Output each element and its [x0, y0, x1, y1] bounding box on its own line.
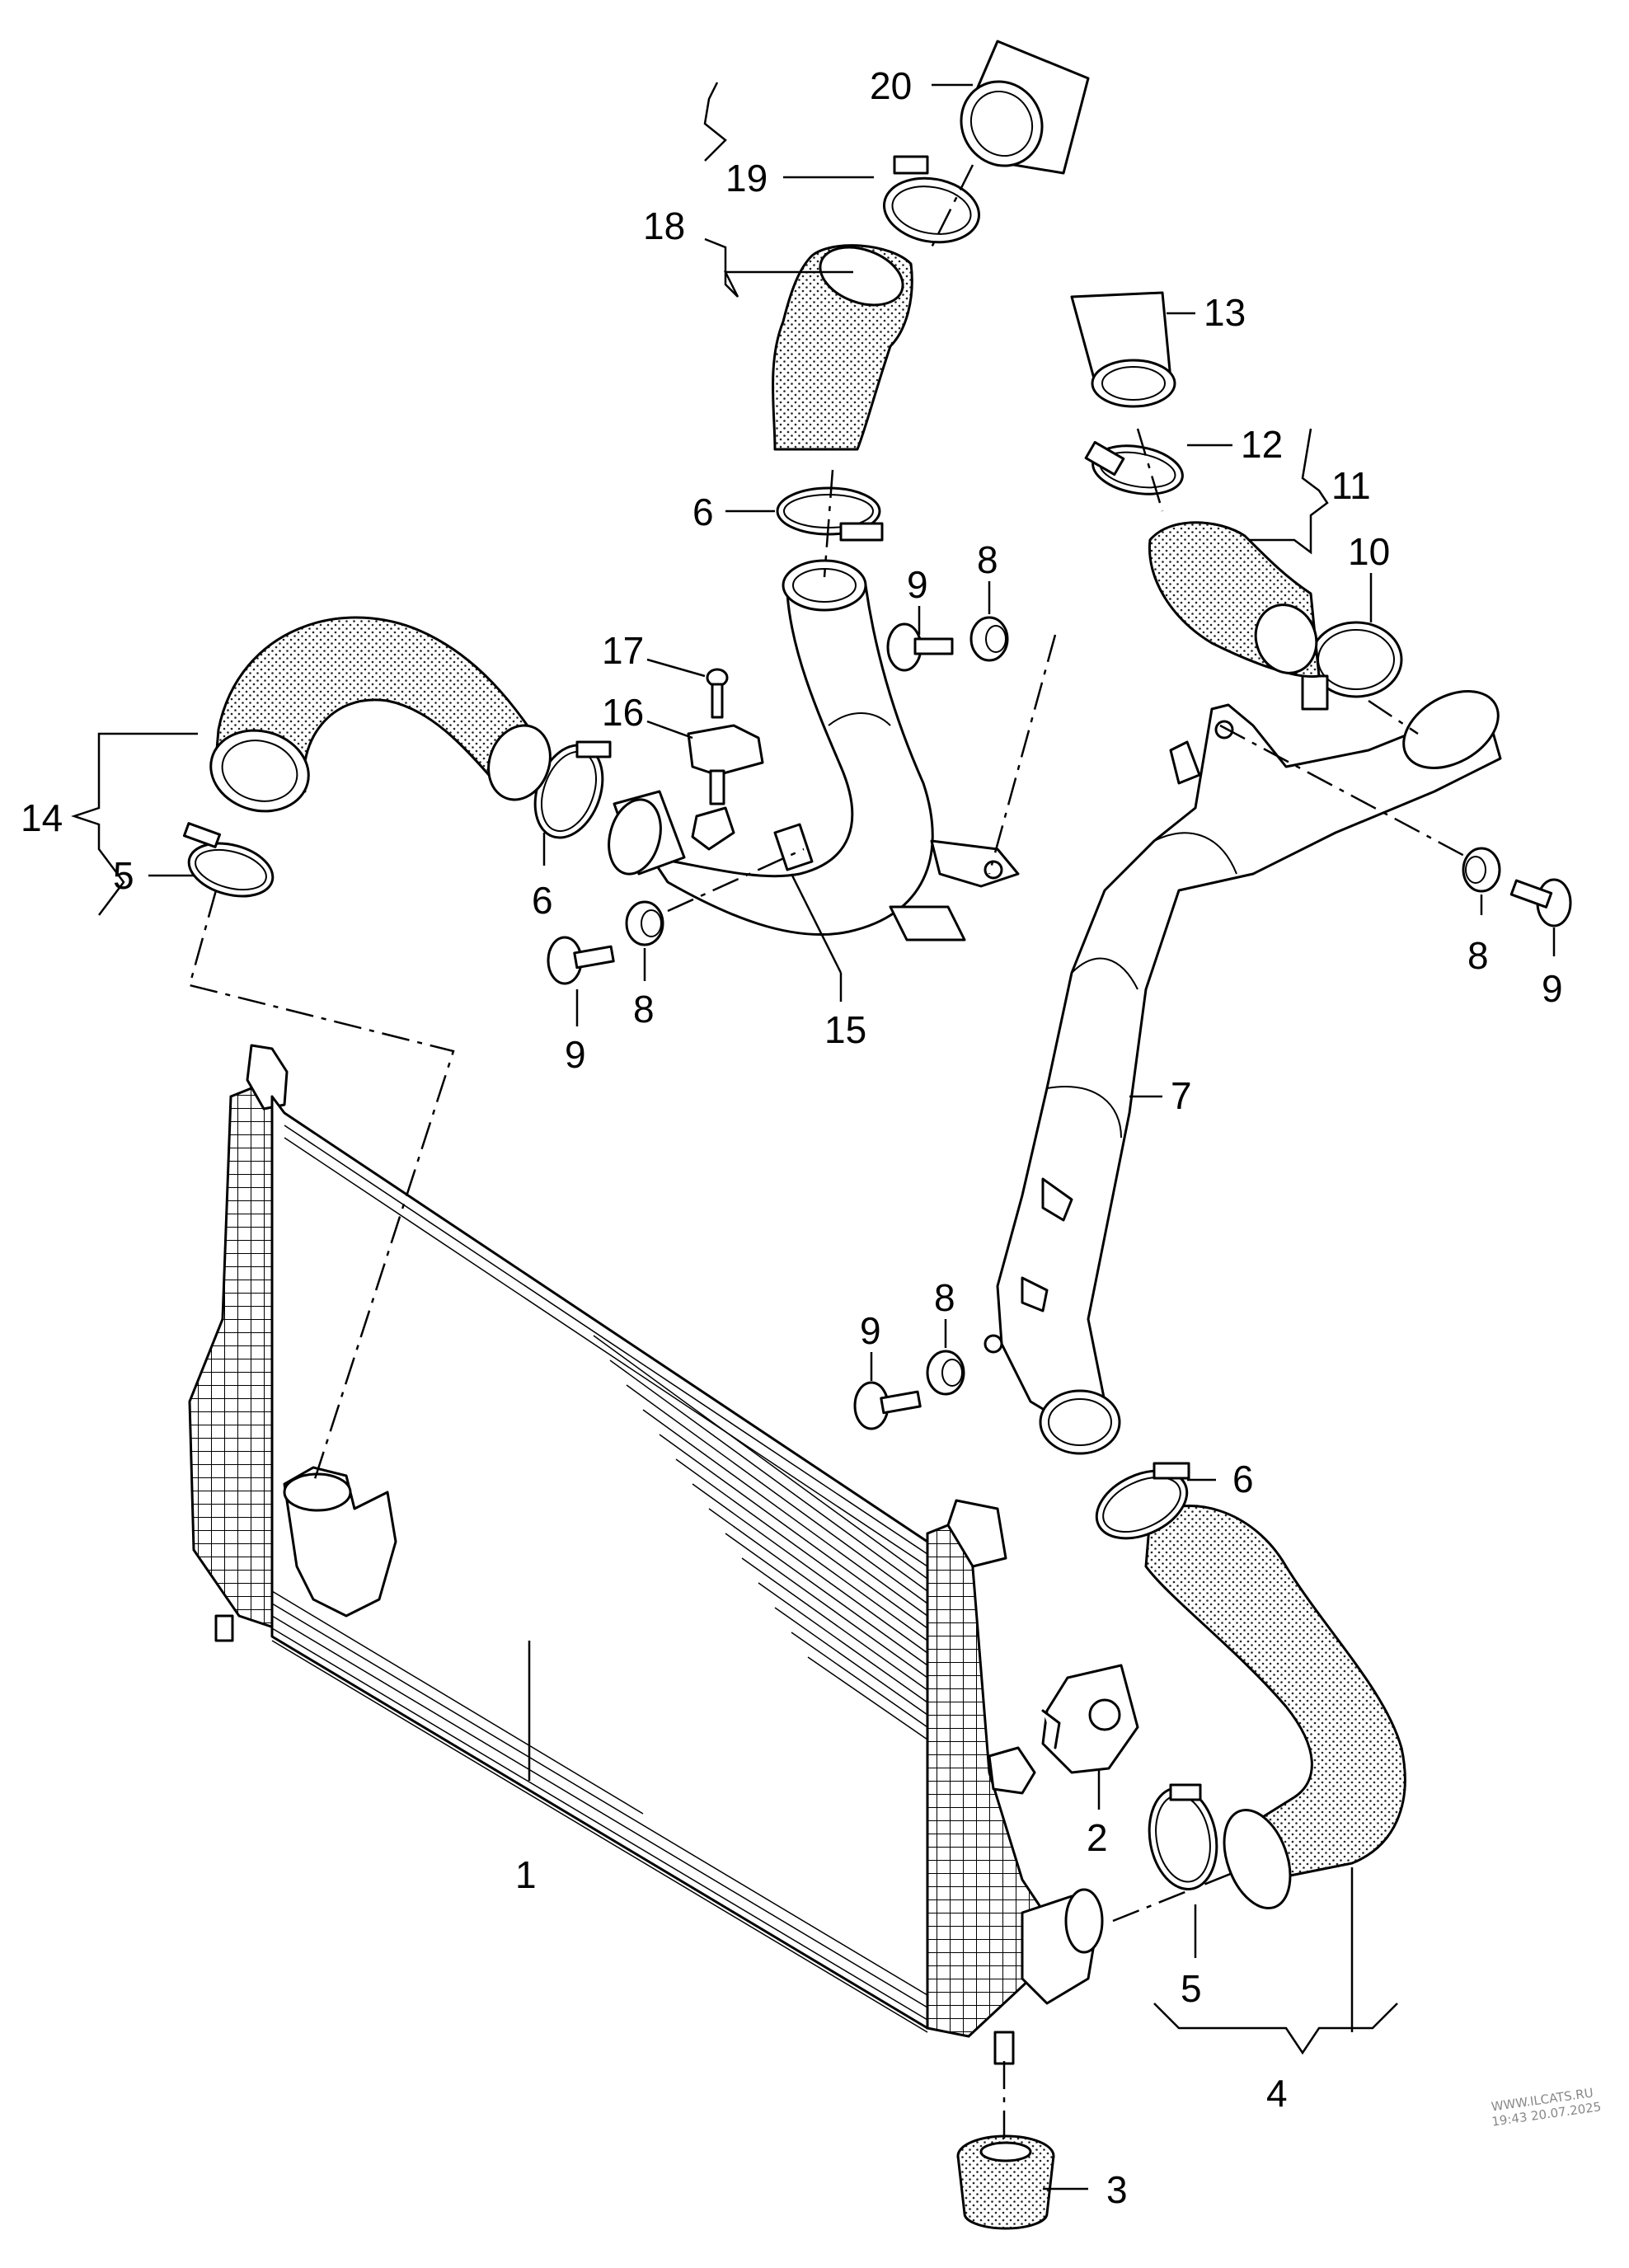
callout-8d: 8: [934, 1276, 955, 1319]
callout-9a: 9: [907, 563, 928, 606]
hose-clamp-6a[interactable]: [776, 486, 884, 542]
bolt-9d[interactable]: [853, 1381, 922, 1430]
intercooler-top-bracket: [246, 1044, 289, 1111]
intercooler-foot-right: [993, 2031, 1015, 2065]
callout-2: 2: [1087, 1816, 1108, 1859]
hose-11[interactable]: [1148, 521, 1326, 682]
pipe-15[interactable]: [601, 559, 1020, 941]
callout-5a: 5: [113, 854, 134, 897]
centerline-12-clamp: [1136, 428, 1164, 512]
intercooler-fins: [271, 1112, 928, 2033]
grommet-8b[interactable]: [625, 900, 664, 946]
callout-9d: 9: [860, 1309, 881, 1352]
bolt-9b[interactable]: [547, 936, 615, 985]
callout-6a: 6: [692, 491, 714, 533]
callout-16: 16: [602, 691, 644, 734]
screw-17[interactable]: [706, 668, 729, 719]
grommet-8a[interactable]: [969, 616, 1009, 662]
intercooler-right-outlet-opening: [1064, 1888, 1104, 1954]
callout-7: 7: [1171, 1074, 1192, 1117]
grommet-8c[interactable]: [1462, 847, 1501, 893]
grommet-8d[interactable]: [926, 1350, 965, 1396]
centerline-7-bolt: [1219, 724, 1468, 859]
bolt-9c[interactable]: [1509, 878, 1572, 927]
centerline-6-clamp: [823, 469, 834, 578]
intercooler[interactable]: [188, 1044, 1104, 2065]
hose-clamp-5b[interactable]: [1142, 1782, 1224, 1895]
callout-8c: 8: [1467, 934, 1489, 977]
leader-lines: [71, 82, 1556, 2191]
callout-20: 20: [870, 64, 912, 107]
centerline-14-to-cooler: [188, 890, 455, 1485]
hose-18[interactable]: [772, 237, 913, 451]
callout-9b: 9: [565, 1033, 586, 1076]
centerline-10-clamp: [1368, 699, 1419, 735]
rubber-mount[interactable]: [956, 2134, 1055, 2230]
hose-clamp-12[interactable]: [1084, 439, 1186, 500]
charge-air-pipe[interactable]: [984, 675, 1512, 1455]
callout-9c: 9: [1542, 967, 1563, 1010]
lower-pressure-hose[interactable]: [1144, 1505, 1406, 1918]
hose-14[interactable]: [202, 616, 561, 822]
intercooler-left-outlet-opening: [283, 1472, 352, 1512]
callout-4: 4: [1266, 2072, 1288, 2115]
callout-14: 14: [21, 796, 63, 839]
callout-8a: 8: [977, 538, 998, 581]
centerline-5b-clamp: [1112, 1870, 1237, 1923]
callout-19: 19: [725, 157, 768, 200]
bolt-9a[interactable]: [886, 622, 954, 672]
callout-18: 18: [643, 204, 685, 247]
hose-clamp-19[interactable]: [879, 155, 984, 249]
intercooler-right-bracket: [946, 1499, 1007, 1568]
callout-8b: 8: [633, 988, 655, 1031]
hose-clamp-5a[interactable]: [182, 822, 279, 905]
callout-11: 11: [1331, 464, 1371, 507]
hose-clamp-6b[interactable]: [523, 736, 614, 848]
pipe-stub-13[interactable]: [1070, 291, 1176, 408]
callout-1: 1: [515, 1853, 537, 1896]
callout-6c: 6: [1232, 1458, 1254, 1500]
callout-12: 12: [1241, 423, 1283, 466]
callout-10: 10: [1348, 530, 1390, 573]
intercooler-mount-pin: [988, 1746, 1036, 1795]
watermark: WWW.ILCATS.RU 19:43 20.07.2025: [1491, 2085, 1603, 2129]
intercooler-left-tank: [188, 1078, 278, 1631]
centerline-19-clamp: [930, 164, 974, 248]
callout-labels: 1 2 3 4 5 5 6 6 6 7 8 8 8 8 9 9 9 9 10 1…: [21, 64, 1563, 2211]
callout-3: 3: [1106, 2168, 1128, 2211]
callout-6b: 6: [532, 879, 553, 922]
callout-15: 15: [824, 1008, 866, 1051]
intercooler-bracket[interactable]: [1041, 1664, 1139, 1774]
callout-5b: 5: [1181, 1967, 1202, 2010]
pressure-sensor-16[interactable]: [687, 724, 764, 851]
centerline-15-bracket: [988, 634, 1057, 875]
centerline-15-bolt: [667, 848, 805, 913]
callout-17: 17: [602, 629, 644, 672]
intercooler-foot-left: [214, 1614, 234, 1642]
hose-clamp-6c[interactable]: [1086, 1458, 1198, 1552]
callout-13: 13: [1204, 291, 1246, 334]
pipe-stub-20[interactable]: [946, 40, 1090, 181]
